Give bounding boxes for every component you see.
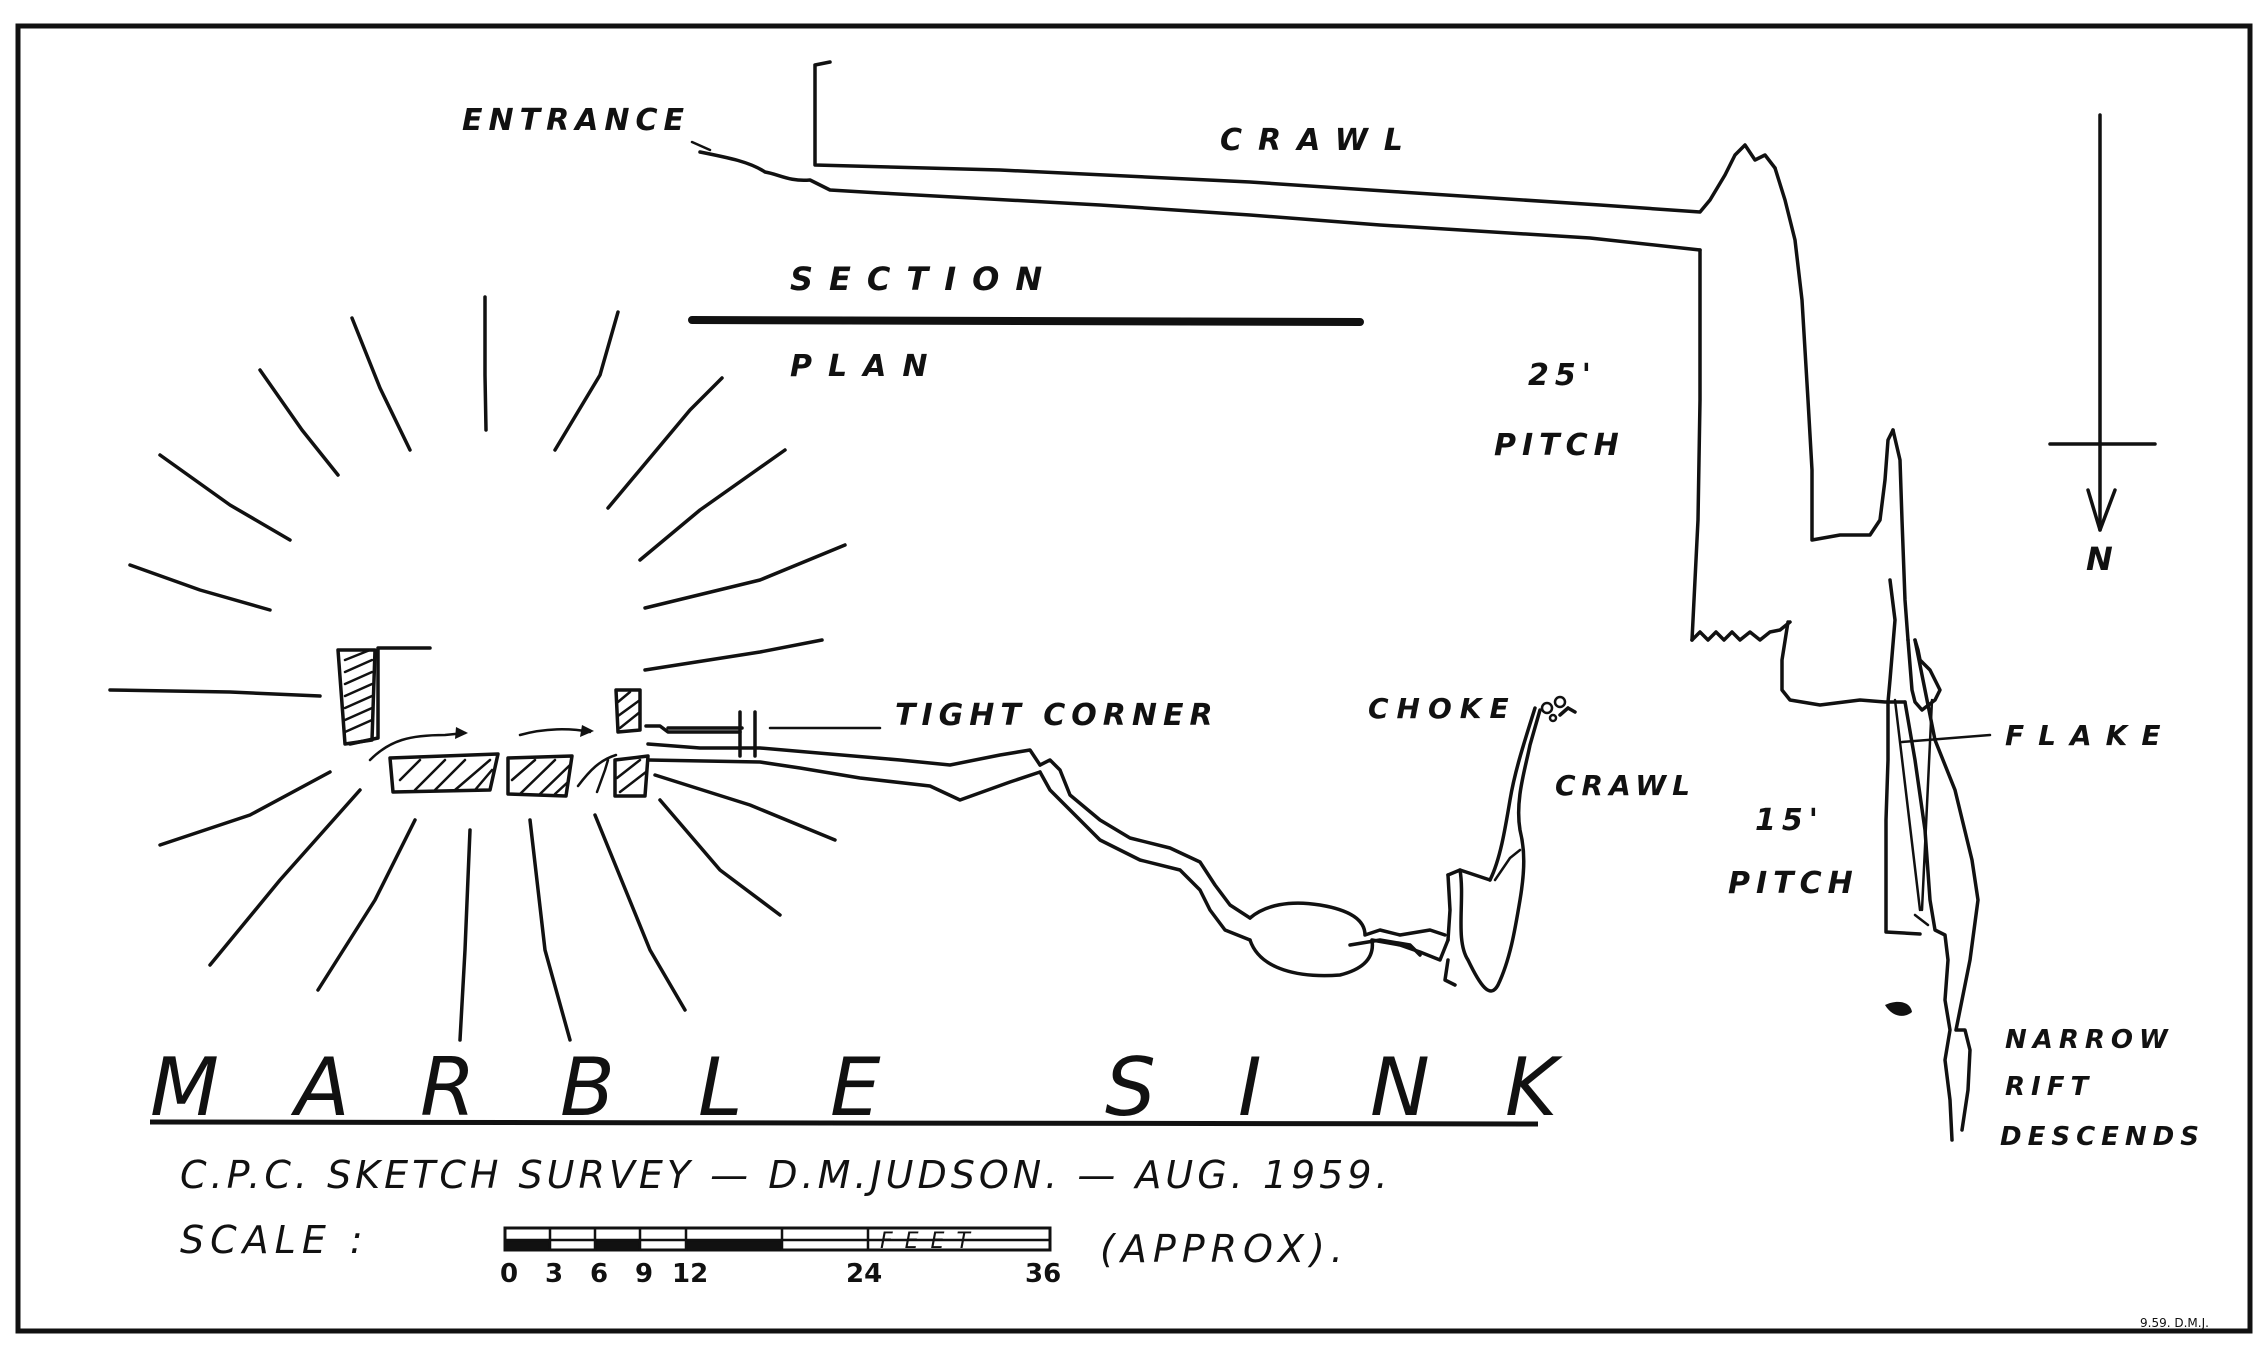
scale-segment	[595, 1240, 640, 1250]
title-marble-sink: M A R B L E S I N K	[150, 1041, 1563, 1134]
pitch25-number: 25'	[1528, 358, 1597, 393]
title-letter: B	[560, 1041, 615, 1134]
pitch15-number: 15'	[1755, 803, 1824, 838]
scale-tick: 0	[500, 1259, 518, 1289]
scale-tick: 9	[635, 1259, 653, 1289]
section-label: SECTION	[790, 260, 1058, 298]
title-letter: S	[1105, 1041, 1156, 1134]
scale-tick: 12	[672, 1259, 708, 1289]
title-letter: N	[1370, 1041, 1430, 1134]
descends-label: DESCENDS	[2000, 1122, 2205, 1152]
scale-tick: 36	[1025, 1259, 1061, 1289]
plan-sinkhole	[336, 646, 650, 798]
plan-rays	[108, 295, 847, 1042]
map-frame	[15, 23, 2253, 1334]
scale-tick: 6	[590, 1259, 608, 1289]
entrance-label: ENTRANCE	[462, 103, 690, 138]
scale-unit: FEET	[880, 1229, 982, 1254]
narrow-label: NARROW	[2005, 1025, 2174, 1055]
title-letter: K	[1505, 1041, 1563, 1134]
crawl-top-label: CRAWL	[1220, 123, 1419, 158]
flake-label: FLAKE	[2005, 719, 2174, 752]
choke-label: CHOKE	[1368, 692, 1517, 725]
north-label: N	[2086, 540, 2119, 578]
title-letter: R	[420, 1041, 476, 1134]
title-letter: A	[290, 1041, 350, 1134]
tight-corner-label: TIGHT CORNER	[895, 698, 1219, 733]
scale-label: SCALE :	[180, 1218, 369, 1262]
section-passage	[698, 60, 1980, 1142]
title-letter: L	[698, 1041, 743, 1134]
pitch25-word: PITCH	[1494, 428, 1625, 463]
title-letter: M	[150, 1041, 219, 1134]
title-letter: E	[830, 1041, 881, 1134]
title-underline	[149, 1119, 1539, 1127]
flake-leader	[1900, 733, 1992, 744]
signature: 9.59. D.M.J.	[2140, 1316, 2209, 1330]
scale-tick: 24	[846, 1259, 882, 1289]
north-arrow	[2048, 113, 2157, 532]
scale-approx: (APPROX).	[1100, 1227, 1349, 1271]
entrance-leader	[690, 140, 712, 152]
plan-passage	[644, 695, 1577, 993]
crawl-right-label: CRAWL	[1555, 769, 1696, 802]
rift-label: RIFT	[2005, 1072, 2094, 1102]
scale-segment	[505, 1240, 550, 1250]
plan-label: PLAN	[790, 349, 943, 384]
survey-credit: C.P.C. SKETCH SURVEY — D.M.JUDSON. — AUG…	[180, 1153, 1392, 1197]
scale-segment	[686, 1240, 782, 1250]
title-letter: I	[1238, 1041, 1262, 1134]
scale-tick: 3	[545, 1259, 563, 1289]
pitch15-word: PITCH	[1728, 866, 1859, 901]
section-plan-divider	[688, 316, 1364, 326]
scale-bar: FEET 0 3 6 9 12 24 36	[500, 1226, 1061, 1289]
